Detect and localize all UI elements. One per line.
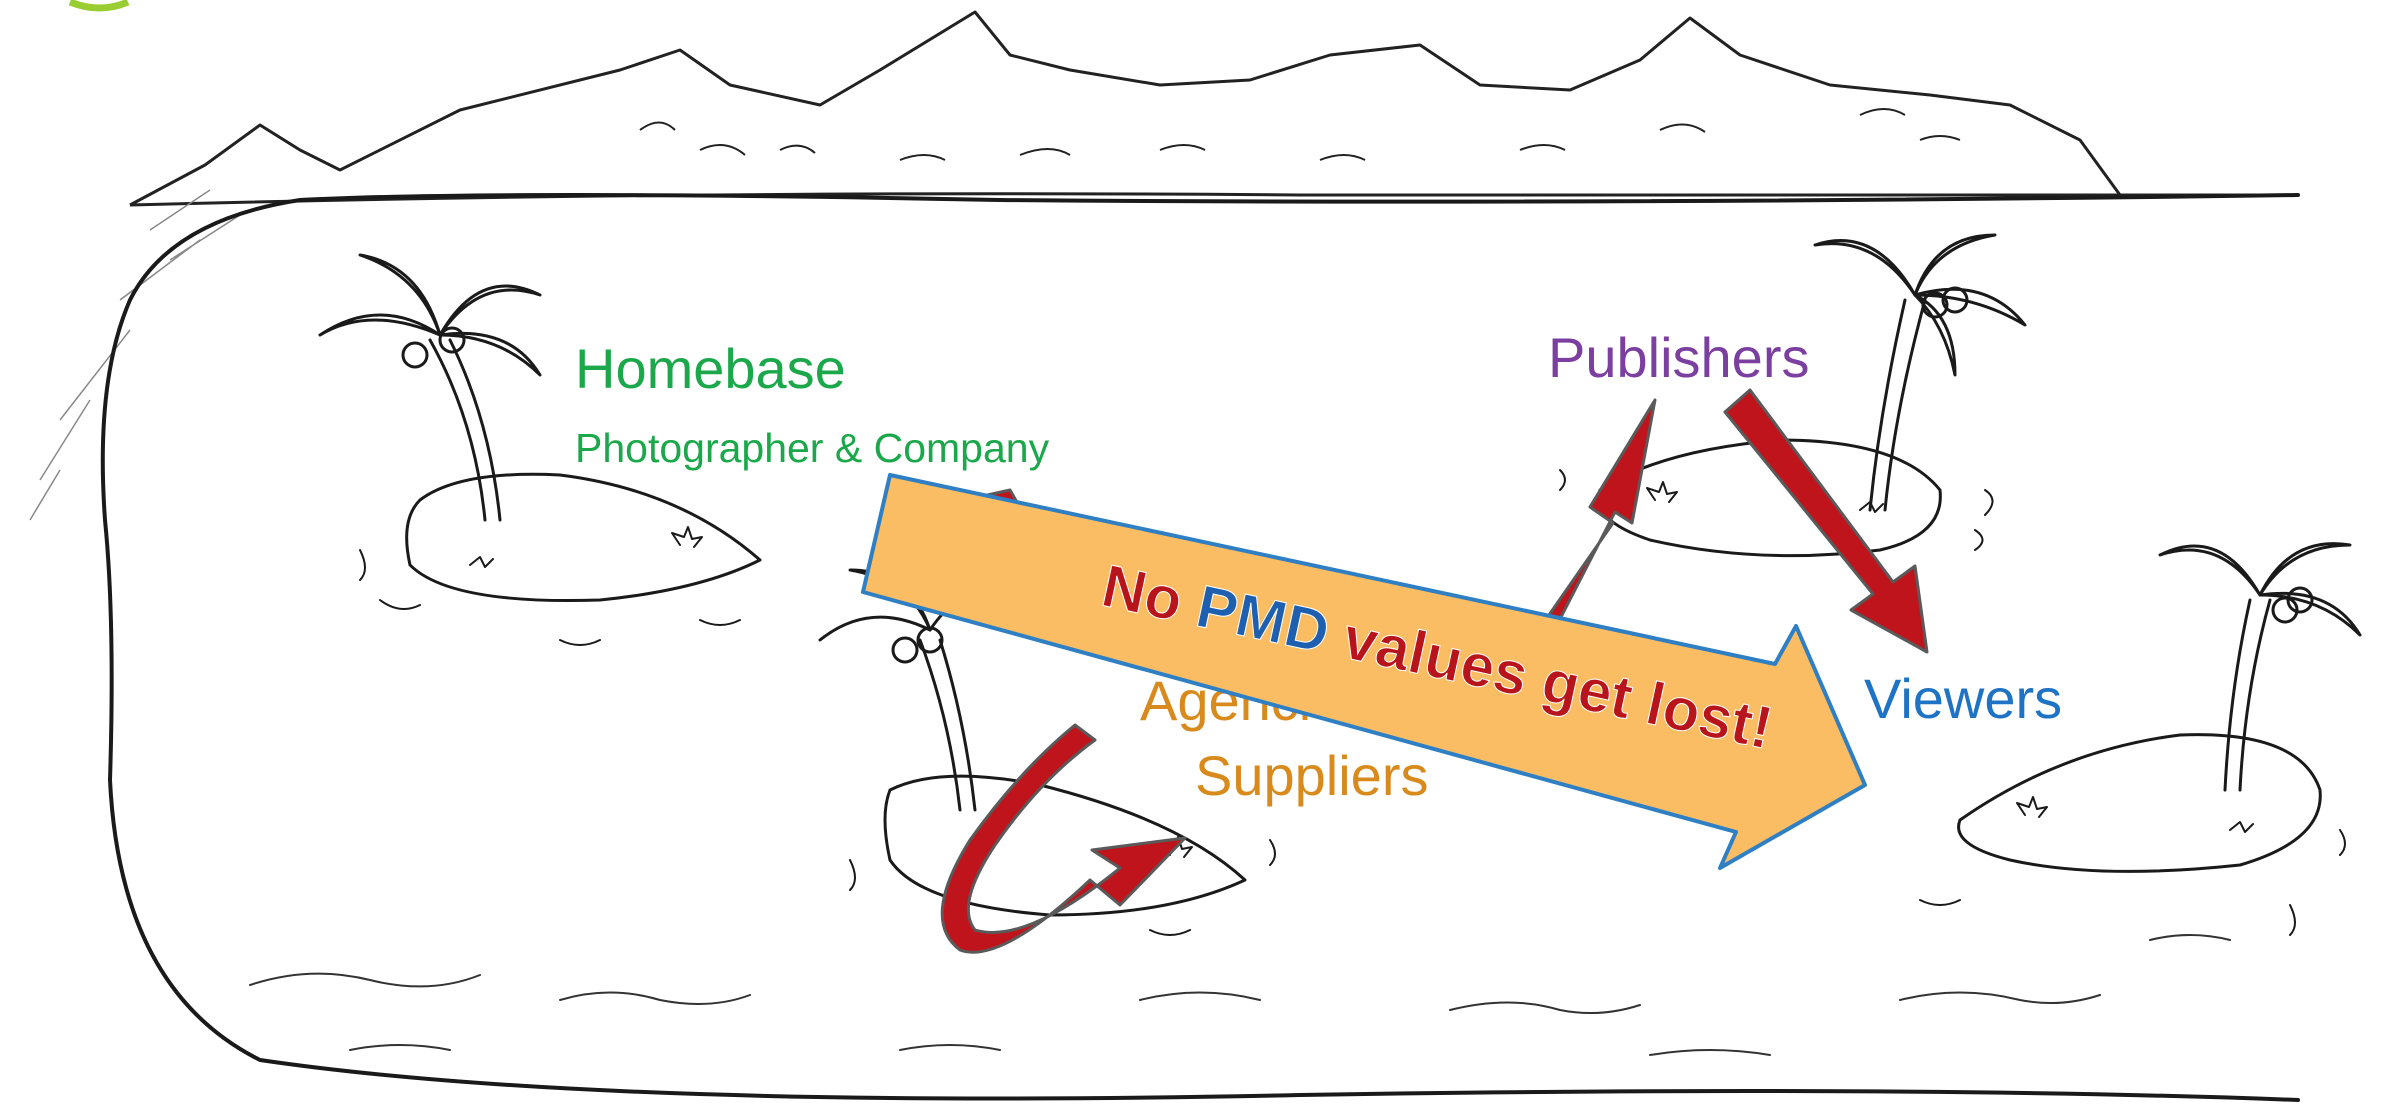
homebase-sublabel: Photographer & Company	[575, 425, 1050, 471]
corner-accent	[68, 0, 130, 12]
mountains	[29, 10, 2298, 521]
island-viewers	[1919, 542, 2362, 936]
arrow-curved-recycle	[940, 723, 1187, 954]
publishers-label: Publishers	[1548, 326, 1809, 389]
water-ripples	[249, 934, 2231, 1056]
island-homebase	[318, 253, 762, 646]
island-publishers	[1559, 233, 2027, 558]
viewers-label: Viewers	[1864, 667, 2062, 730]
arrow-publishers-to-viewers	[1723, 388, 1929, 654]
homebase-label: Homebase	[575, 337, 846, 400]
banner-arrow: No PMD values get lost!	[861, 473, 1867, 870]
river-banks	[100, 193, 2300, 1102]
banner-arrow-shape	[861, 473, 1867, 870]
suppliers-label: Suppliers	[1195, 744, 1428, 807]
